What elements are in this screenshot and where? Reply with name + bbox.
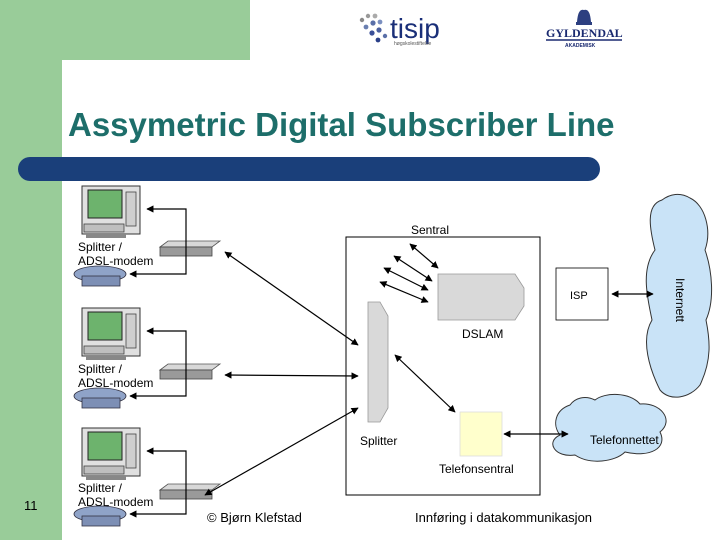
isp-box (555, 267, 609, 321)
splitter-modem-2-label-line1: Splitter / (78, 362, 123, 376)
page-number: 11 (24, 498, 38, 513)
telephone-network-label: Telefonnettet (590, 433, 659, 447)
tisip-logo: tisip høgskolestiftelse (359, 13, 440, 47)
internet-label: Internett (673, 277, 687, 323)
line-arrow-1 (224, 251, 359, 346)
telephone-switch (459, 411, 503, 457)
tisip-logo-subtext: høgskolestiftelse (394, 41, 431, 47)
modem-2-icon (159, 363, 221, 380)
splitter-modem-3-label-line1: Splitter / (78, 481, 123, 495)
splitter-modem-1-label-line1: Splitter / (78, 240, 123, 254)
footer-author: © Bjørn Klefstad (207, 510, 302, 525)
sentral-label: Sentral (411, 223, 450, 237)
gyldendal-logo-subtext: AKADEMISK (565, 43, 596, 49)
phone-1-link (129, 254, 187, 278)
splitter-modem-3-label-line2: ADSL-modem (78, 495, 154, 509)
central-box (345, 236, 541, 496)
isp-label: ISP (570, 290, 588, 302)
title-underline-bar (18, 157, 600, 181)
dslam-arrow-2 (393, 255, 433, 282)
splitter-device (367, 301, 389, 423)
gyldendal-logo: GYLDENDAL AKADEMISK (546, 9, 623, 49)
computer-1-icon (81, 185, 141, 239)
line-arrow-2 (224, 371, 359, 380)
modem-1-icon (159, 240, 221, 257)
telephone-3-icon (73, 505, 127, 527)
telephone-1-icon (73, 265, 127, 287)
splitter-label: Splitter (360, 434, 398, 448)
computer-3-icon (81, 427, 141, 481)
phone-3-link (129, 497, 187, 518)
computer-2-link (146, 327, 187, 377)
dslam-arrow-4 (379, 281, 429, 303)
dslam-arrow-1 (409, 243, 439, 269)
telephone-network-cloud (552, 394, 667, 462)
telephone-exchange-label: Telefonsentral (439, 462, 514, 476)
gyldendal-logo-text: GYLDENDAL (546, 26, 623, 40)
dslam-label: DSLAM (462, 327, 504, 341)
phone-2-link (129, 377, 187, 400)
tisip-logo-text: tisip (390, 13, 440, 44)
splitter-modem-2-label-line2: ADSL-modem (78, 376, 154, 390)
footer-course: Innføring i datakommunikasjon (415, 510, 593, 525)
switch-arrow (394, 354, 456, 413)
computer-1-link (146, 205, 187, 254)
page-title: Assymetric Digital Subscriber Line (68, 106, 615, 143)
green-sidebar (0, 0, 62, 540)
telephone-2-icon (73, 387, 127, 409)
computer-2-icon (81, 307, 141, 361)
computer-3-link (146, 447, 187, 497)
internet-cloud (645, 193, 713, 398)
dslam-device (437, 273, 525, 321)
line-arrow-3 (204, 407, 359, 496)
splitter-modem-1-label-line2: ADSL-modem (78, 254, 154, 268)
